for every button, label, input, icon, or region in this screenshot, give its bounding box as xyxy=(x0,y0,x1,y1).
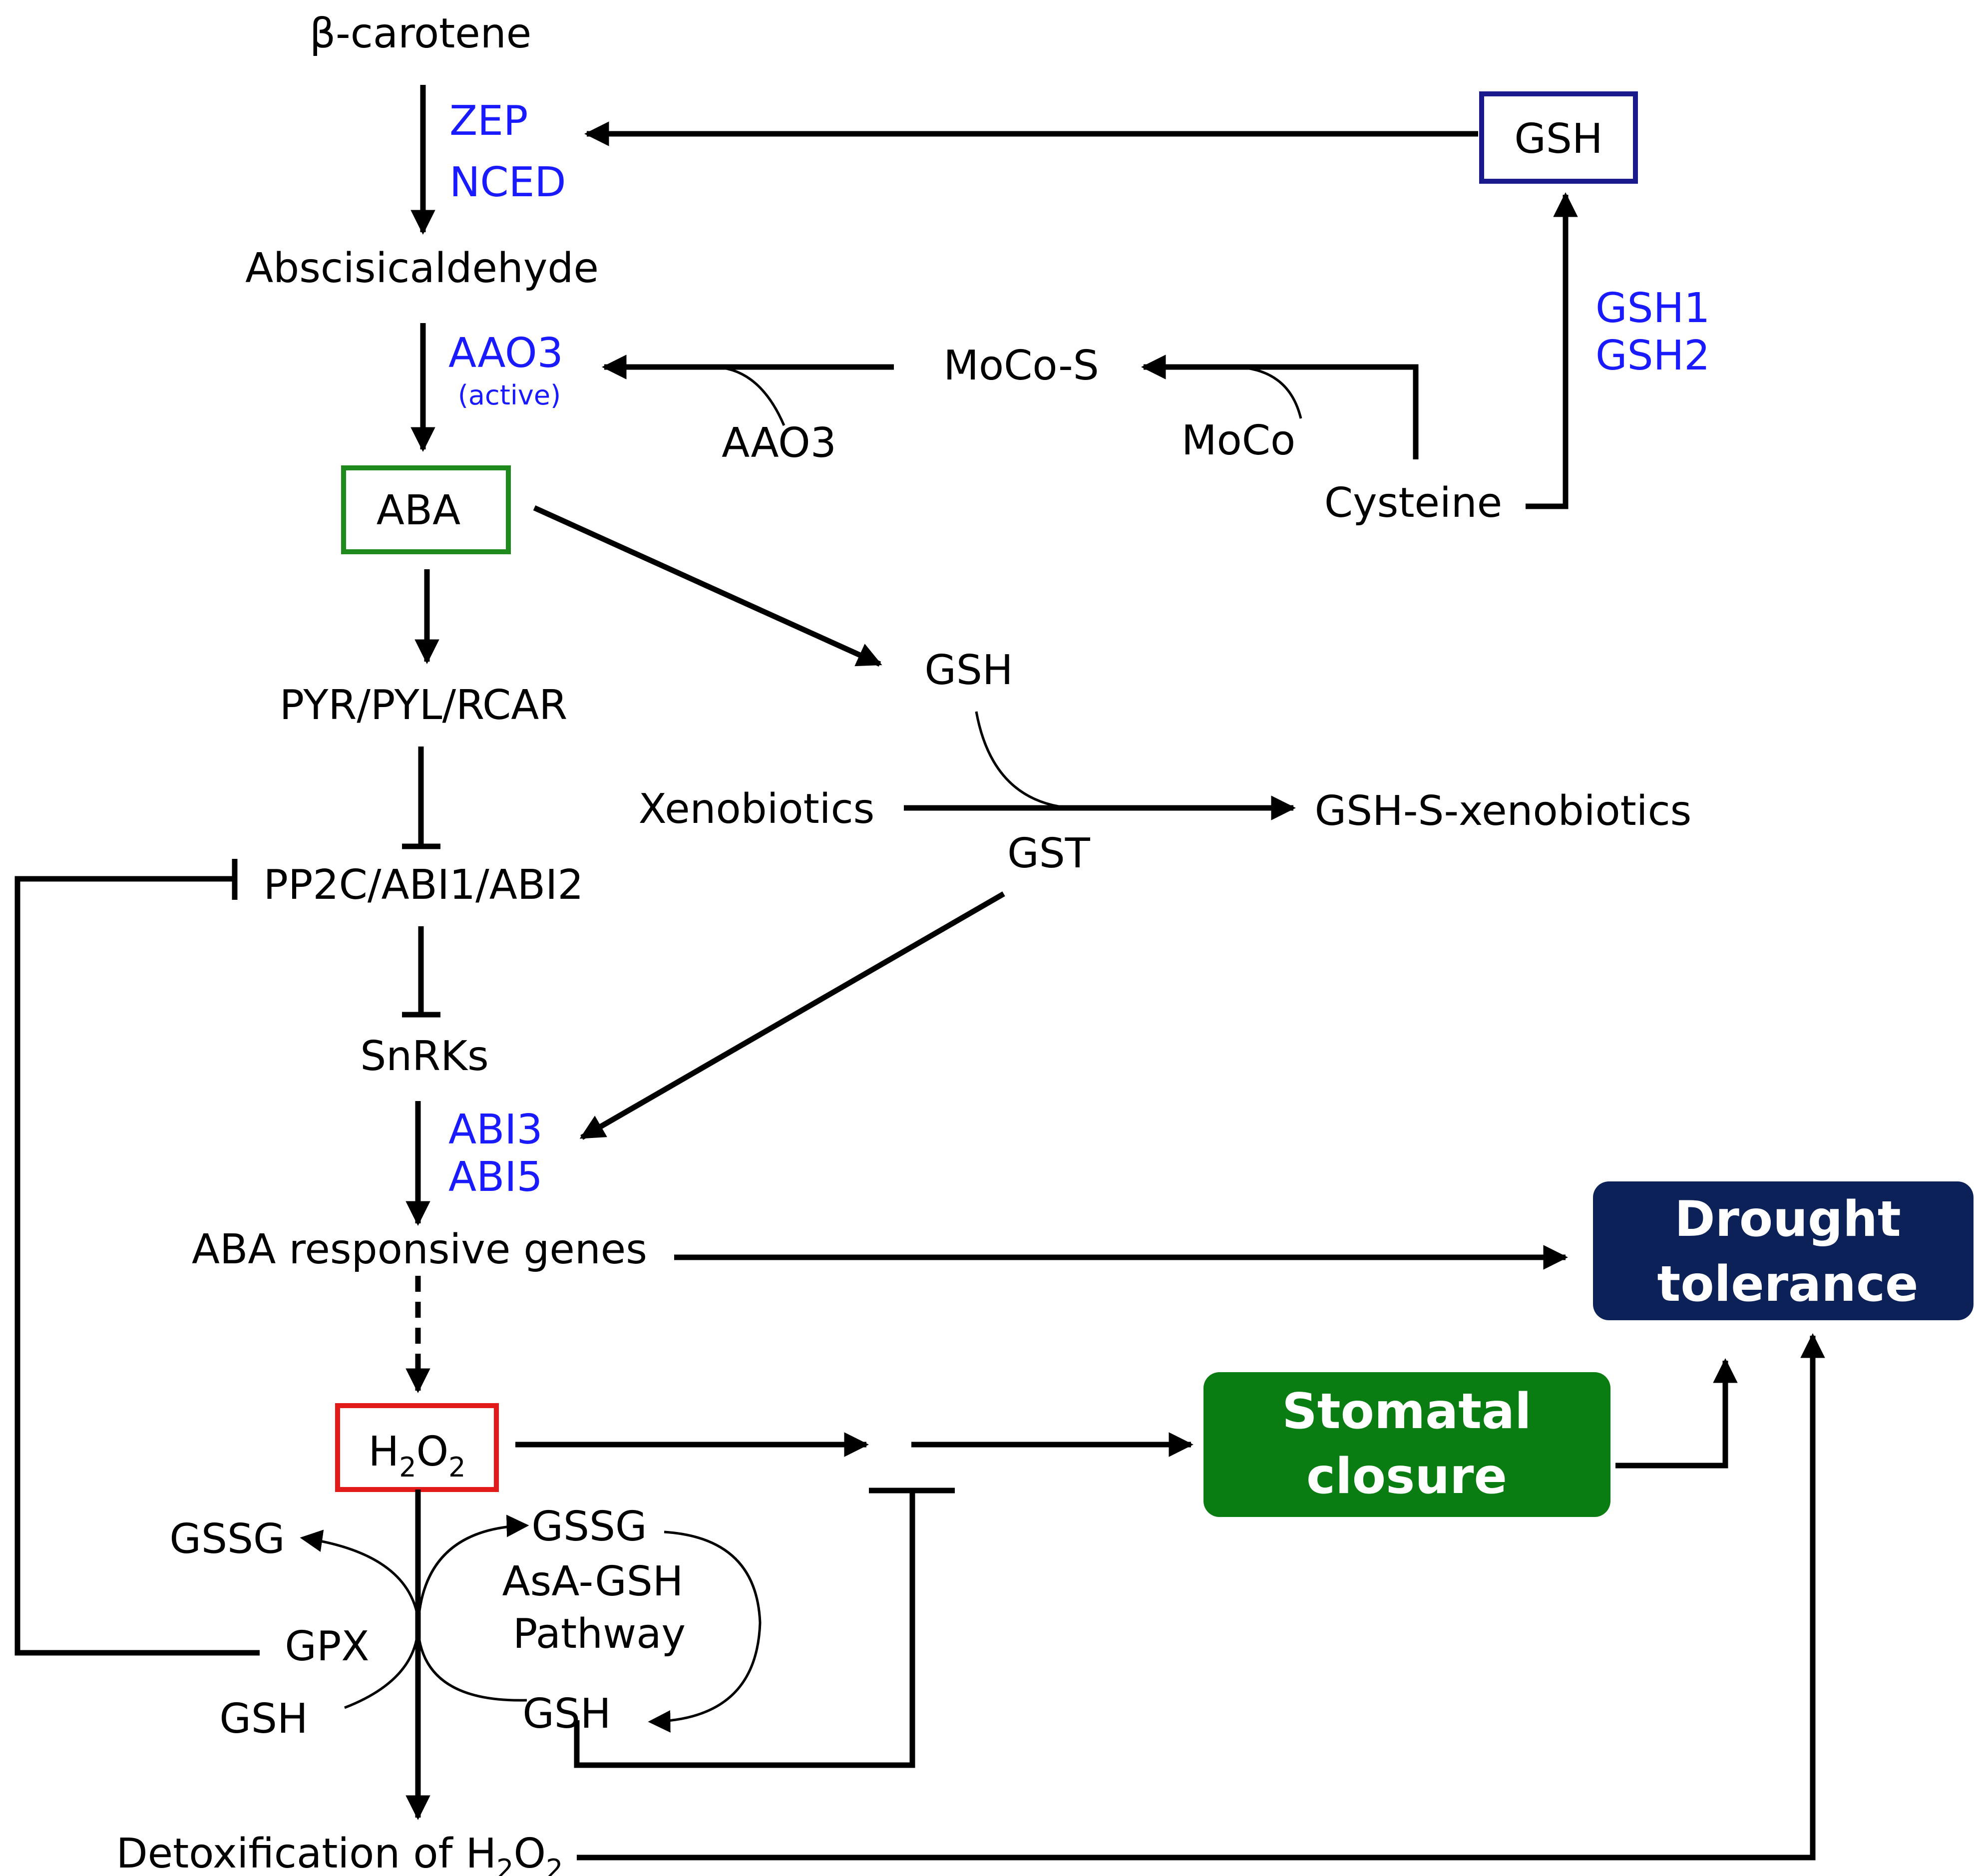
arrow-gst-to-abi3 xyxy=(579,891,1005,1140)
drought-tolerance-line1: Drought xyxy=(1674,1191,1901,1248)
aba-responsive-genes-label: ABA responsive genes xyxy=(192,1226,647,1273)
zep-enzyme-label: ZEP xyxy=(449,97,528,145)
abi3-enzyme-label: ABI3 xyxy=(448,1106,543,1153)
moco-label: MoCo xyxy=(1182,417,1295,464)
gssg-right-label: GSSG xyxy=(531,1503,647,1550)
aao3-active-enzyme-label: AAO3 xyxy=(448,330,563,377)
inhibit-gsh-to-h2o2-signal xyxy=(574,1491,915,1768)
gsh-top-label: GSH xyxy=(1514,115,1602,163)
gsh-mid-label: GSH xyxy=(924,647,1013,694)
h2o2-label: H2O2 xyxy=(369,1428,466,1483)
moco-s-label: MoCo-S xyxy=(943,342,1099,389)
abscisicaldehyde-label: Abscisicaldehyde xyxy=(245,245,599,292)
stomatal-closure-box xyxy=(1203,1372,1610,1517)
curve-gsh-to-gssg-right xyxy=(416,1514,529,1702)
curve-asa-gsh-cycle xyxy=(648,1530,762,1733)
stomatal-closure-line1: Stomatal xyxy=(1282,1383,1532,1440)
arrow-detox-to-drought xyxy=(577,1333,1825,1861)
detoxification-label: Detoxification of H2O2 xyxy=(116,1830,563,1876)
gsh-top-box xyxy=(1479,91,1638,184)
gsh-s-xenobiotics-label: GSH-S-xenobiotics xyxy=(1315,787,1692,835)
gssg-left-label: GSSG xyxy=(169,1515,285,1563)
nced-enzyme-label: NCED xyxy=(449,159,566,206)
gsh-right-label: GSH xyxy=(522,1690,611,1738)
curve-moco xyxy=(1230,366,1302,419)
beta-carotene-label: β-carotene xyxy=(310,10,531,57)
gst-label: GST xyxy=(1007,830,1091,877)
pp2c-abi1-abi2-label: PP2C/ABI1/ABI2 xyxy=(264,861,584,909)
gsh1-enzyme-label: GSH1 xyxy=(1595,285,1710,332)
arrow-cysteine-to-gsh xyxy=(1526,192,1578,509)
drought-tolerance-line2: tolerance xyxy=(1657,1256,1918,1313)
arrow-aba-to-gsh xyxy=(533,505,882,667)
pyr-pyl-rcar-label: PYR/PYL/RCAR xyxy=(280,682,568,729)
snrks-label: SnRKs xyxy=(360,1033,489,1080)
stomatal-closure-line2: closure xyxy=(1306,1448,1507,1505)
xenobiotics-label: Xenobiotics xyxy=(639,785,875,833)
drought-tolerance-box xyxy=(1593,1181,1974,1320)
pathway-label: Pathway xyxy=(513,1610,686,1658)
curve-aao3 xyxy=(711,366,786,426)
gsh-left-label: GSH xyxy=(219,1695,308,1743)
aao3-label: AAO3 xyxy=(722,419,836,467)
aba-label: ABA xyxy=(377,487,460,534)
cysteine-label: Cysteine xyxy=(1324,479,1502,527)
asa-gsh-label: AsA-GSH xyxy=(502,1558,684,1605)
gpx-label: GPX xyxy=(285,1623,369,1670)
abi5-enzyme-label: ABI5 xyxy=(448,1153,543,1201)
active-note-label: (active) xyxy=(458,379,561,411)
arrow-stomatal-to-drought xyxy=(1615,1358,1738,1469)
gsh2-enzyme-label: GSH2 xyxy=(1595,332,1710,379)
curve-gsh-to-gst xyxy=(975,711,1059,808)
aba-box xyxy=(341,465,511,554)
inhibit-gpx-to-pp2c xyxy=(14,876,260,1656)
